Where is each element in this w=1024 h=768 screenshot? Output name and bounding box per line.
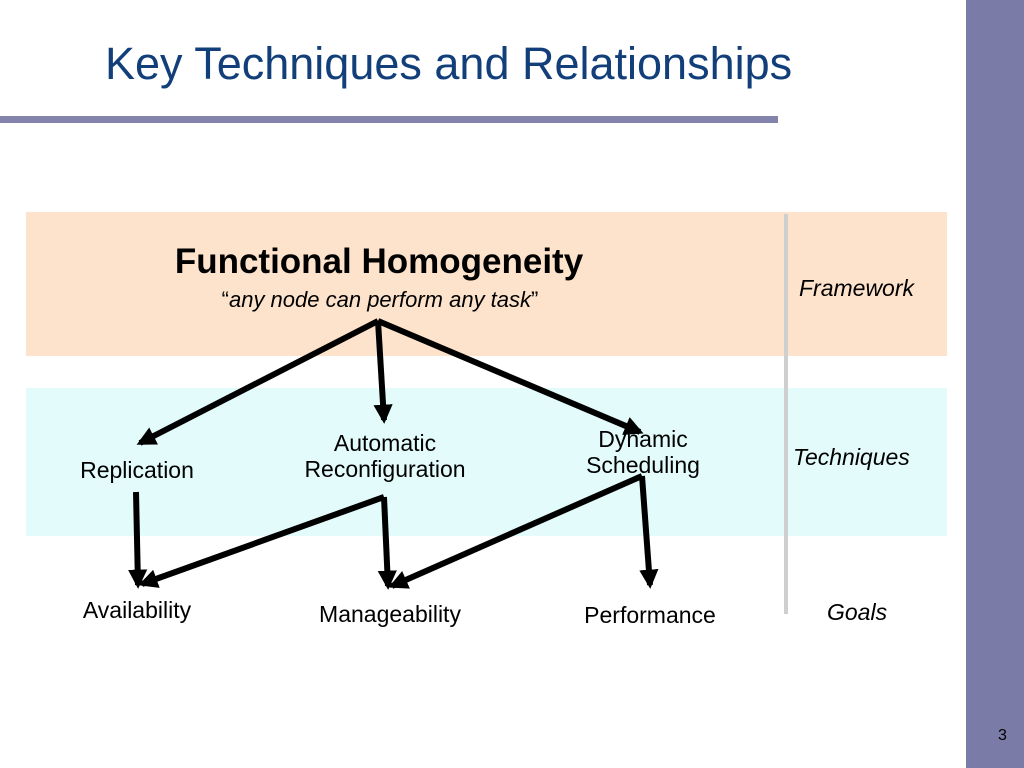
functional-homogeneity-quote: “any node can perform any task” <box>160 287 600 312</box>
right-side-band <box>966 0 1024 768</box>
automatic-reconfiguration-line2: Reconfiguration <box>304 456 466 483</box>
page-number: 3 <box>998 727 1007 744</box>
slide-title: Key Techniques and Relationships <box>105 38 793 89</box>
manageability-label: Manageability <box>319 601 461 627</box>
dynamic-scheduling-line2: Scheduling <box>586 452 700 479</box>
arrow-autoreconf-to-availability <box>138 494 386 588</box>
arrow-dynsched-to-performance <box>639 475 659 589</box>
arrow-fh-to-replication <box>136 318 380 446</box>
vertical-divider <box>784 214 788 614</box>
replication-label: Replication <box>80 457 194 483</box>
quote-open: “ <box>221 287 229 312</box>
techniques-band <box>26 388 947 536</box>
quote-text: any node can perform any task <box>228 287 532 312</box>
arrow-fh-to-dynamic-scheduling <box>376 318 644 435</box>
automatic-reconfiguration-label: Automatic Reconfiguration <box>270 430 500 483</box>
functional-homogeneity-title: Functional Homogeneity <box>174 242 584 281</box>
arrow-dynsched-to-manageability <box>388 473 644 589</box>
automatic-reconfiguration-line1: Automatic <box>333 430 437 456</box>
arrow-fh-to-automatic-reconfiguration <box>373 320 393 424</box>
dynamic-scheduling-line1: Dynamic <box>598 426 688 452</box>
quote-close: ” <box>531 287 539 312</box>
row-label-framework: Framework <box>799 275 915 301</box>
availability-label: Availability <box>82 597 192 623</box>
performance-label: Performance <box>584 602 716 628</box>
title-underline <box>0 116 778 123</box>
arrow-autoreconf-to-manageability <box>377 496 397 590</box>
arrow-replication-to-availability <box>128 491 148 589</box>
dynamic-scheduling-label: Dynamic Scheduling <box>553 426 733 479</box>
row-label-goals: Goals <box>827 599 888 625</box>
framework-band <box>26 212 947 356</box>
row-label-techniques: Techniques <box>793 444 910 470</box>
